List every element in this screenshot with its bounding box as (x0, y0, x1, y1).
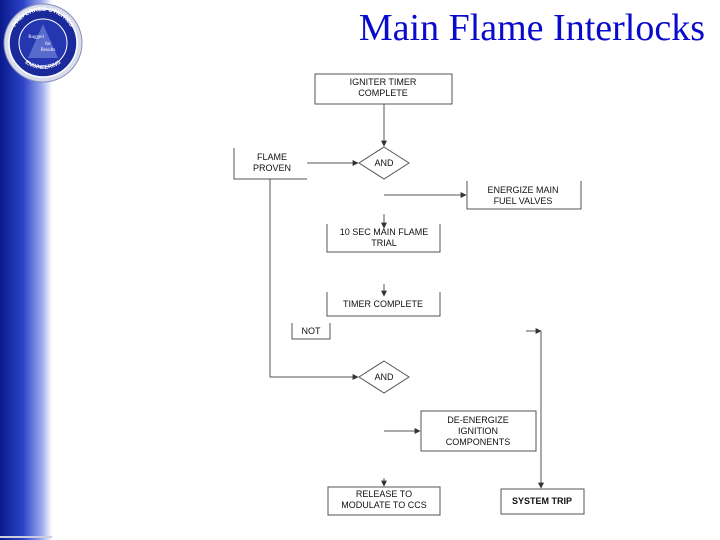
release-line1: RELEASE TO (356, 489, 412, 499)
footer-divider (0, 536, 52, 538)
flame-proven-line1: FLAME (257, 152, 287, 162)
release-line2: MODULATE TO CCS (341, 500, 427, 510)
energize-line2: FUEL VALVES (494, 196, 553, 206)
de-energize-line1: DE-ENERGIZE (447, 415, 509, 425)
logo-ring-bottom: ENGINEERING (24, 60, 62, 71)
not-box (291, 323, 331, 340)
and-gate-2-label: AND (374, 372, 394, 382)
system-trip-box (500, 488, 585, 515)
system-trip-label: SYSTEM TRIP (512, 496, 572, 506)
logo-center-line3: Results (41, 48, 56, 53)
energize-fuel-box (466, 181, 582, 210)
and-gate-1-label: AND (374, 158, 394, 168)
de-energize-line2: IGNITION (458, 426, 498, 436)
trial-line1: 10 SEC MAIN FLAME (340, 227, 429, 237)
igniter-timer-line1: IGNITER TIMER (350, 77, 417, 87)
energize-line1: ENERGIZE MAIN (487, 185, 558, 195)
and-gate-1 (358, 146, 410, 180)
flame-proven-line2: PROVEN (253, 163, 291, 173)
sidebar-gradient (0, 0, 52, 540)
not-label: NOT (302, 326, 322, 336)
trial-line2: TRIAL (371, 238, 397, 248)
timer-complete-label: TIMER COMPLETE (343, 299, 423, 309)
logo-center-line2: for (45, 42, 51, 47)
timer-complete-box (326, 292, 441, 317)
release-box (327, 486, 441, 516)
de-energize-line3: COMPONENTS (446, 437, 511, 447)
main-flame-trial-box (326, 224, 441, 253)
de-energize-box (420, 410, 537, 452)
slide-title: Main Flame Interlocks (358, 7, 705, 49)
connector-flame-down-to-and2 (269, 179, 359, 380)
igniter-timer-line2: COMPLETE (358, 88, 408, 98)
logo-center-line1: Rugged (28, 35, 44, 40)
and-gate-2 (358, 360, 410, 394)
svg-text:ENGINEERING: ENGINEERING (24, 60, 62, 71)
flame-proven-box (233, 148, 307, 180)
company-logo: PREFERRED UTILITIES ENGINEERING Rugged f… (3, 3, 83, 83)
